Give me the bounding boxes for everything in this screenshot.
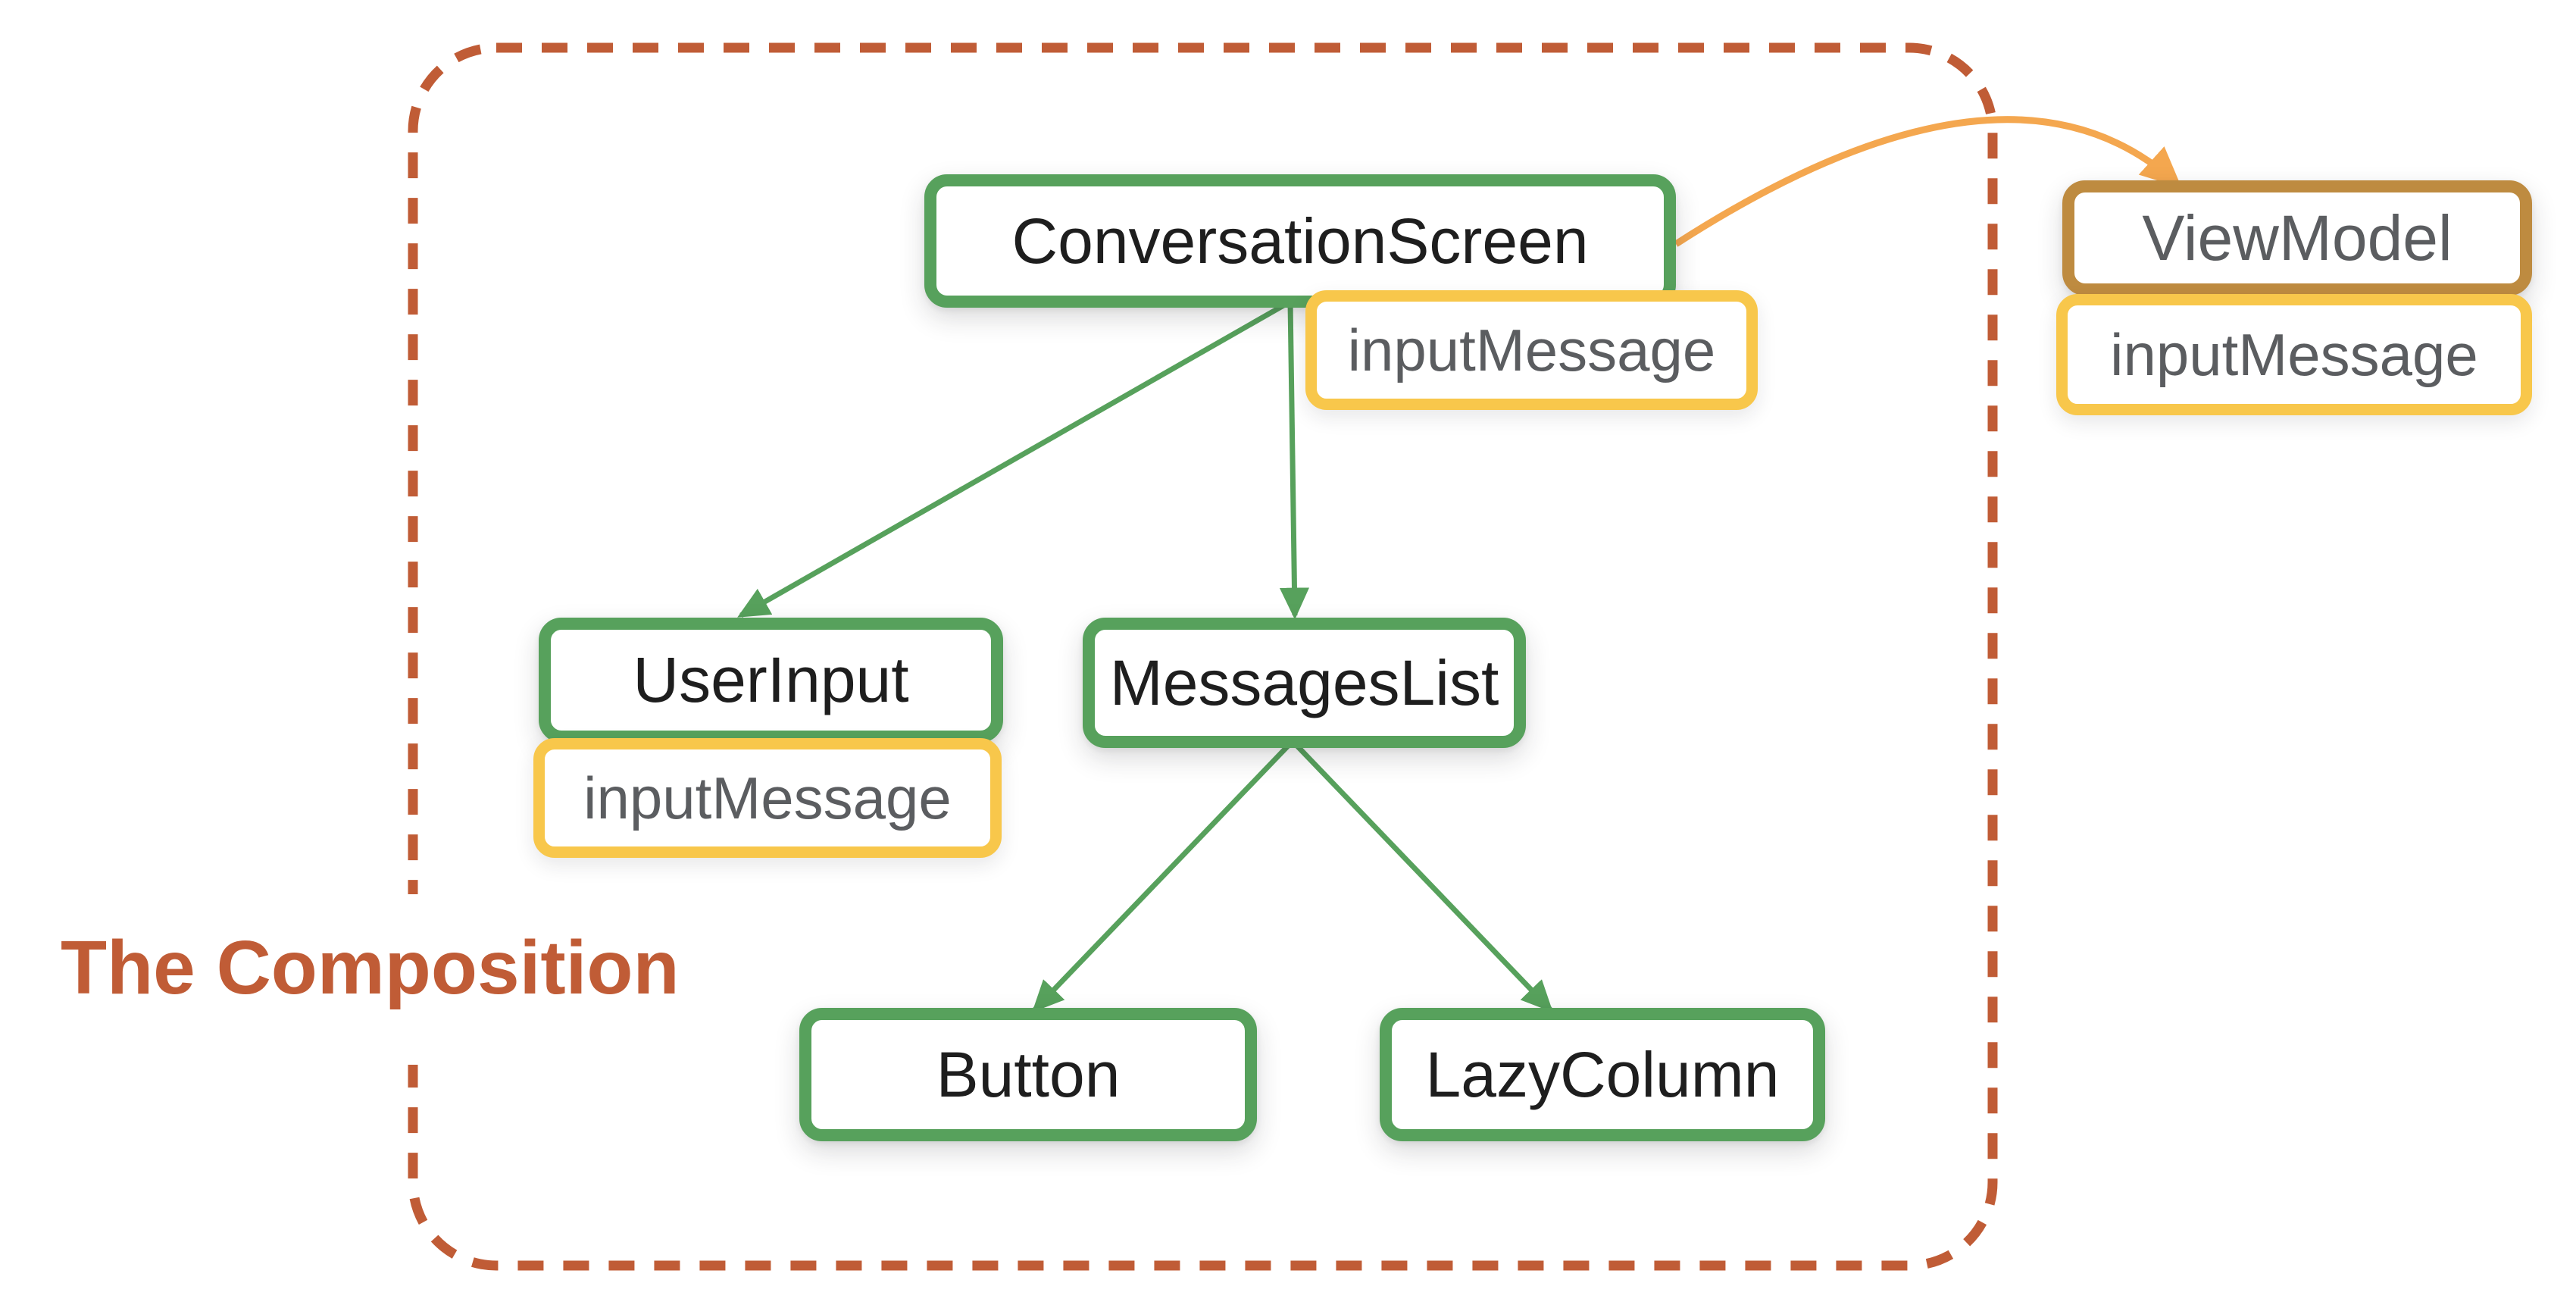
edge-conversationscreen-to-userinput: [737, 299, 1292, 618]
node-conversation-screen-label: ConversationScreen: [1011, 205, 1589, 277]
edge-messageslist-to-lazycolumn: [1290, 739, 1553, 1013]
state-badge-view-model: inputMessage: [2056, 294, 2532, 415]
state-badge-conversation-screen-label: inputMessage: [1347, 316, 1716, 383]
composition-boundary-dashed-border: [408, 42, 1998, 1271]
edge-conversationscreen-to-messageslist: [1279, 301, 1310, 620]
edge-conversationscreen-to-viewmodel: [1674, 116, 2182, 247]
state-badge-view-model-label: inputMessage: [2110, 321, 2478, 388]
state-badge-conversation-screen: inputMessage: [1305, 290, 1758, 410]
node-view-model-label: ViewModel: [2142, 202, 2453, 274]
node-user-input: UserInput: [539, 618, 1003, 743]
node-view-model: ViewModel: [2062, 180, 2532, 296]
edge-messageslist-to-button: [1032, 739, 1295, 1013]
node-messages-list-label: MessagesList: [1109, 646, 1499, 718]
node-button-label: Button: [936, 1038, 1121, 1110]
node-user-input-label: UserInput: [633, 644, 909, 715]
diagram-title: The Composition: [38, 894, 702, 1065]
node-lazy-column-label: LazyColumn: [1425, 1038, 1780, 1110]
state-badge-user-input: inputMessage: [533, 738, 1002, 858]
state-badge-user-input-label: inputMessage: [583, 764, 952, 831]
node-messages-list: MessagesList: [1083, 618, 1526, 748]
node-button: Button: [799, 1008, 1257, 1141]
diagram-title-text: The Composition: [61, 925, 680, 1010]
node-conversation-screen: ConversationScreen: [924, 174, 1676, 308]
node-lazy-column: LazyColumn: [1380, 1008, 1825, 1141]
